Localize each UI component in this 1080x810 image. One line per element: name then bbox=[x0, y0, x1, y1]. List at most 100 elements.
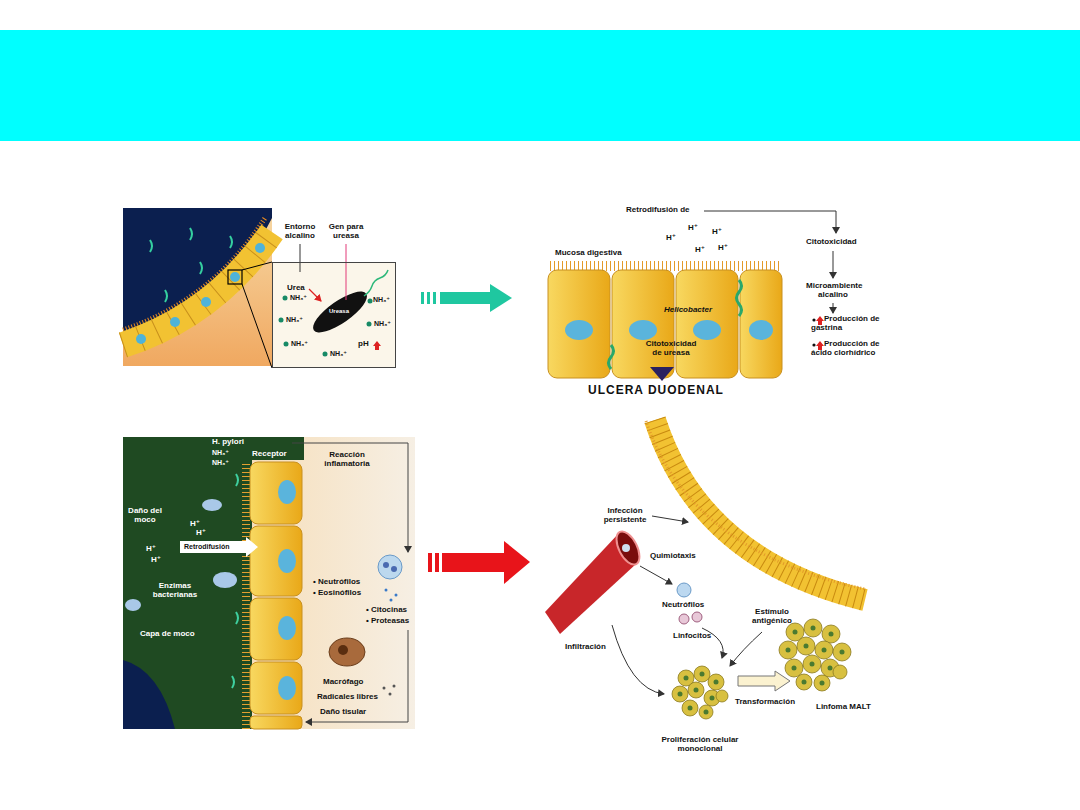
red-arrow-part bbox=[428, 553, 432, 572]
label-text: Retrodifusión bbox=[184, 543, 230, 551]
label-text: Gen para ureasa bbox=[326, 223, 366, 241]
mucosa-illustration-part bbox=[833, 251, 834, 278]
inflammation-illustration-part bbox=[213, 572, 237, 588]
inset-box: UreaNH₃⁺NH₃⁺NH₃⁺NH₃⁺NH₃⁺NH₃⁺UreasapH bbox=[272, 262, 396, 368]
lymphoma-illustration-part-part bbox=[688, 682, 704, 698]
red-arrow-part bbox=[504, 541, 530, 584]
label-text: Helicobacter bbox=[664, 306, 712, 315]
mucosa-illustration-part bbox=[548, 270, 610, 378]
teal-arrow-part bbox=[433, 292, 436, 304]
red-arrow-part bbox=[442, 553, 506, 572]
inflammation-illustration-part bbox=[393, 685, 396, 688]
label-text: • Proteasas bbox=[366, 617, 409, 626]
inflammation-illustration-part bbox=[329, 638, 365, 666]
bacterium-inset-part bbox=[272, 262, 396, 368]
lymphoma-illustration-part-part bbox=[797, 637, 815, 655]
label-text: Microambiente alcalino bbox=[806, 282, 860, 300]
teal-arrow bbox=[421, 284, 512, 312]
inflammation-illustration-part bbox=[278, 480, 296, 504]
epithelium-illustration-part bbox=[230, 272, 240, 282]
mucosa-illustration-part bbox=[749, 320, 773, 340]
lymphoma-illustration-part bbox=[612, 528, 644, 568]
lymphoma-illustration-part bbox=[622, 544, 630, 552]
lymphoma-illustration-part-part bbox=[828, 666, 833, 671]
inflammation-illustration bbox=[123, 437, 415, 729]
bacterium-inset-part bbox=[346, 244, 347, 300]
epithelium-illustration bbox=[123, 208, 272, 368]
mucosa-illustration-part bbox=[812, 318, 815, 321]
lymphoma-illustration-part-part bbox=[793, 630, 798, 635]
lymphoma-illustration-part-part bbox=[829, 632, 834, 637]
lymphoma-illustration-part bbox=[730, 632, 762, 666]
label-text: H. pylori bbox=[212, 438, 244, 447]
bacterium-inset-part bbox=[300, 244, 301, 272]
label-text: H⁺ bbox=[146, 545, 156, 554]
label-text: Daño del moco bbox=[125, 507, 165, 525]
label-text: H⁺ bbox=[666, 234, 676, 243]
inflammation-illustration-part bbox=[389, 693, 392, 696]
label-text: ULCERA DUODENAL bbox=[588, 384, 724, 397]
lymphoma-illustration bbox=[545, 420, 865, 719]
label-text: Neutrófilos bbox=[662, 601, 704, 610]
epithelium-illustration-part bbox=[123, 232, 272, 345]
bacterium-inset-part bbox=[367, 322, 372, 327]
inflammation-illustration-part bbox=[123, 660, 175, 729]
lymphoma-illustration-part-part bbox=[786, 648, 791, 653]
inflammation-illustration-part bbox=[278, 549, 296, 573]
lymphoma-illustration-part bbox=[779, 619, 851, 691]
inflammation-illustration-part bbox=[278, 676, 296, 700]
bacterium-inset-part bbox=[307, 285, 372, 340]
label-text: Transformación bbox=[735, 698, 795, 707]
inflammation-illustration-part bbox=[123, 437, 304, 729]
lymphoma-illustration-part-part bbox=[710, 696, 715, 701]
epithelium-illustration-part bbox=[242, 262, 272, 270]
teal-arrow-part bbox=[427, 292, 430, 304]
lymphoma-illustration-part-part bbox=[822, 648, 827, 653]
label-text: Producción de gastrina bbox=[811, 315, 881, 333]
label-text: Linfoma MALT bbox=[816, 703, 871, 712]
mucosa-illustration-part bbox=[676, 270, 738, 378]
inflammation-illustration-part bbox=[385, 589, 388, 592]
bacterium-inset-part bbox=[309, 289, 321, 301]
mucosa-illustration-part bbox=[704, 211, 836, 233]
bacterium-inset bbox=[272, 244, 396, 368]
inflammation-illustration-part bbox=[395, 594, 398, 597]
epithelium-illustration-part bbox=[136, 334, 146, 344]
inflammation-illustration-part bbox=[390, 599, 393, 602]
inset-text: NH₃⁺ bbox=[291, 340, 308, 348]
label-text: Reacción inflamatoria bbox=[316, 451, 378, 469]
lymphoma-illustration-part bbox=[692, 612, 702, 622]
lymphoma-illustration-part-part bbox=[700, 672, 705, 677]
bacterium-inset-part bbox=[368, 299, 373, 304]
label-text: H⁺ bbox=[196, 529, 206, 538]
label-text: Infiltración bbox=[565, 643, 606, 652]
lymphoma-illustration-part-part bbox=[822, 625, 840, 643]
label-text: Capa de moco bbox=[140, 630, 195, 639]
inset-text: NH₃⁺ bbox=[330, 350, 347, 358]
bacterium-inset-part bbox=[373, 341, 381, 350]
label-text: Infección persistente bbox=[601, 507, 649, 525]
label-text: • Citocinas bbox=[366, 606, 407, 615]
inflammation-illustration-part bbox=[383, 562, 389, 568]
lymphoma-illustration-part-part bbox=[682, 700, 698, 716]
epithelium-illustration-part bbox=[228, 270, 242, 284]
label-text: Retrodifusión de bbox=[626, 206, 690, 215]
lymphoma-illustration-part-part bbox=[716, 690, 728, 702]
lymphoma-illustration-part-part bbox=[802, 680, 807, 685]
teal-arrow-part bbox=[440, 292, 492, 304]
bacterium-inset-part bbox=[364, 270, 388, 296]
inflammation-illustration-part bbox=[292, 443, 408, 552]
lymphoma-illustration-part-part bbox=[672, 686, 688, 702]
label-text: Citotoxicidad bbox=[806, 238, 857, 247]
epithelium-illustration-part bbox=[242, 284, 272, 368]
inflammation-illustration-part bbox=[250, 716, 302, 729]
inset-text: Ureasa bbox=[329, 308, 349, 315]
mucosa-illustration-part bbox=[609, 345, 614, 369]
epithelium-illustration-part bbox=[123, 232, 272, 345]
bacterium-inset-part bbox=[323, 352, 328, 357]
inflammation-illustration-part bbox=[202, 499, 222, 511]
lymphoma-illustration-part bbox=[672, 666, 728, 719]
label-text: Producción de ácido clorhídrico bbox=[811, 340, 891, 358]
inset-text: NH₃⁺ bbox=[286, 316, 303, 324]
